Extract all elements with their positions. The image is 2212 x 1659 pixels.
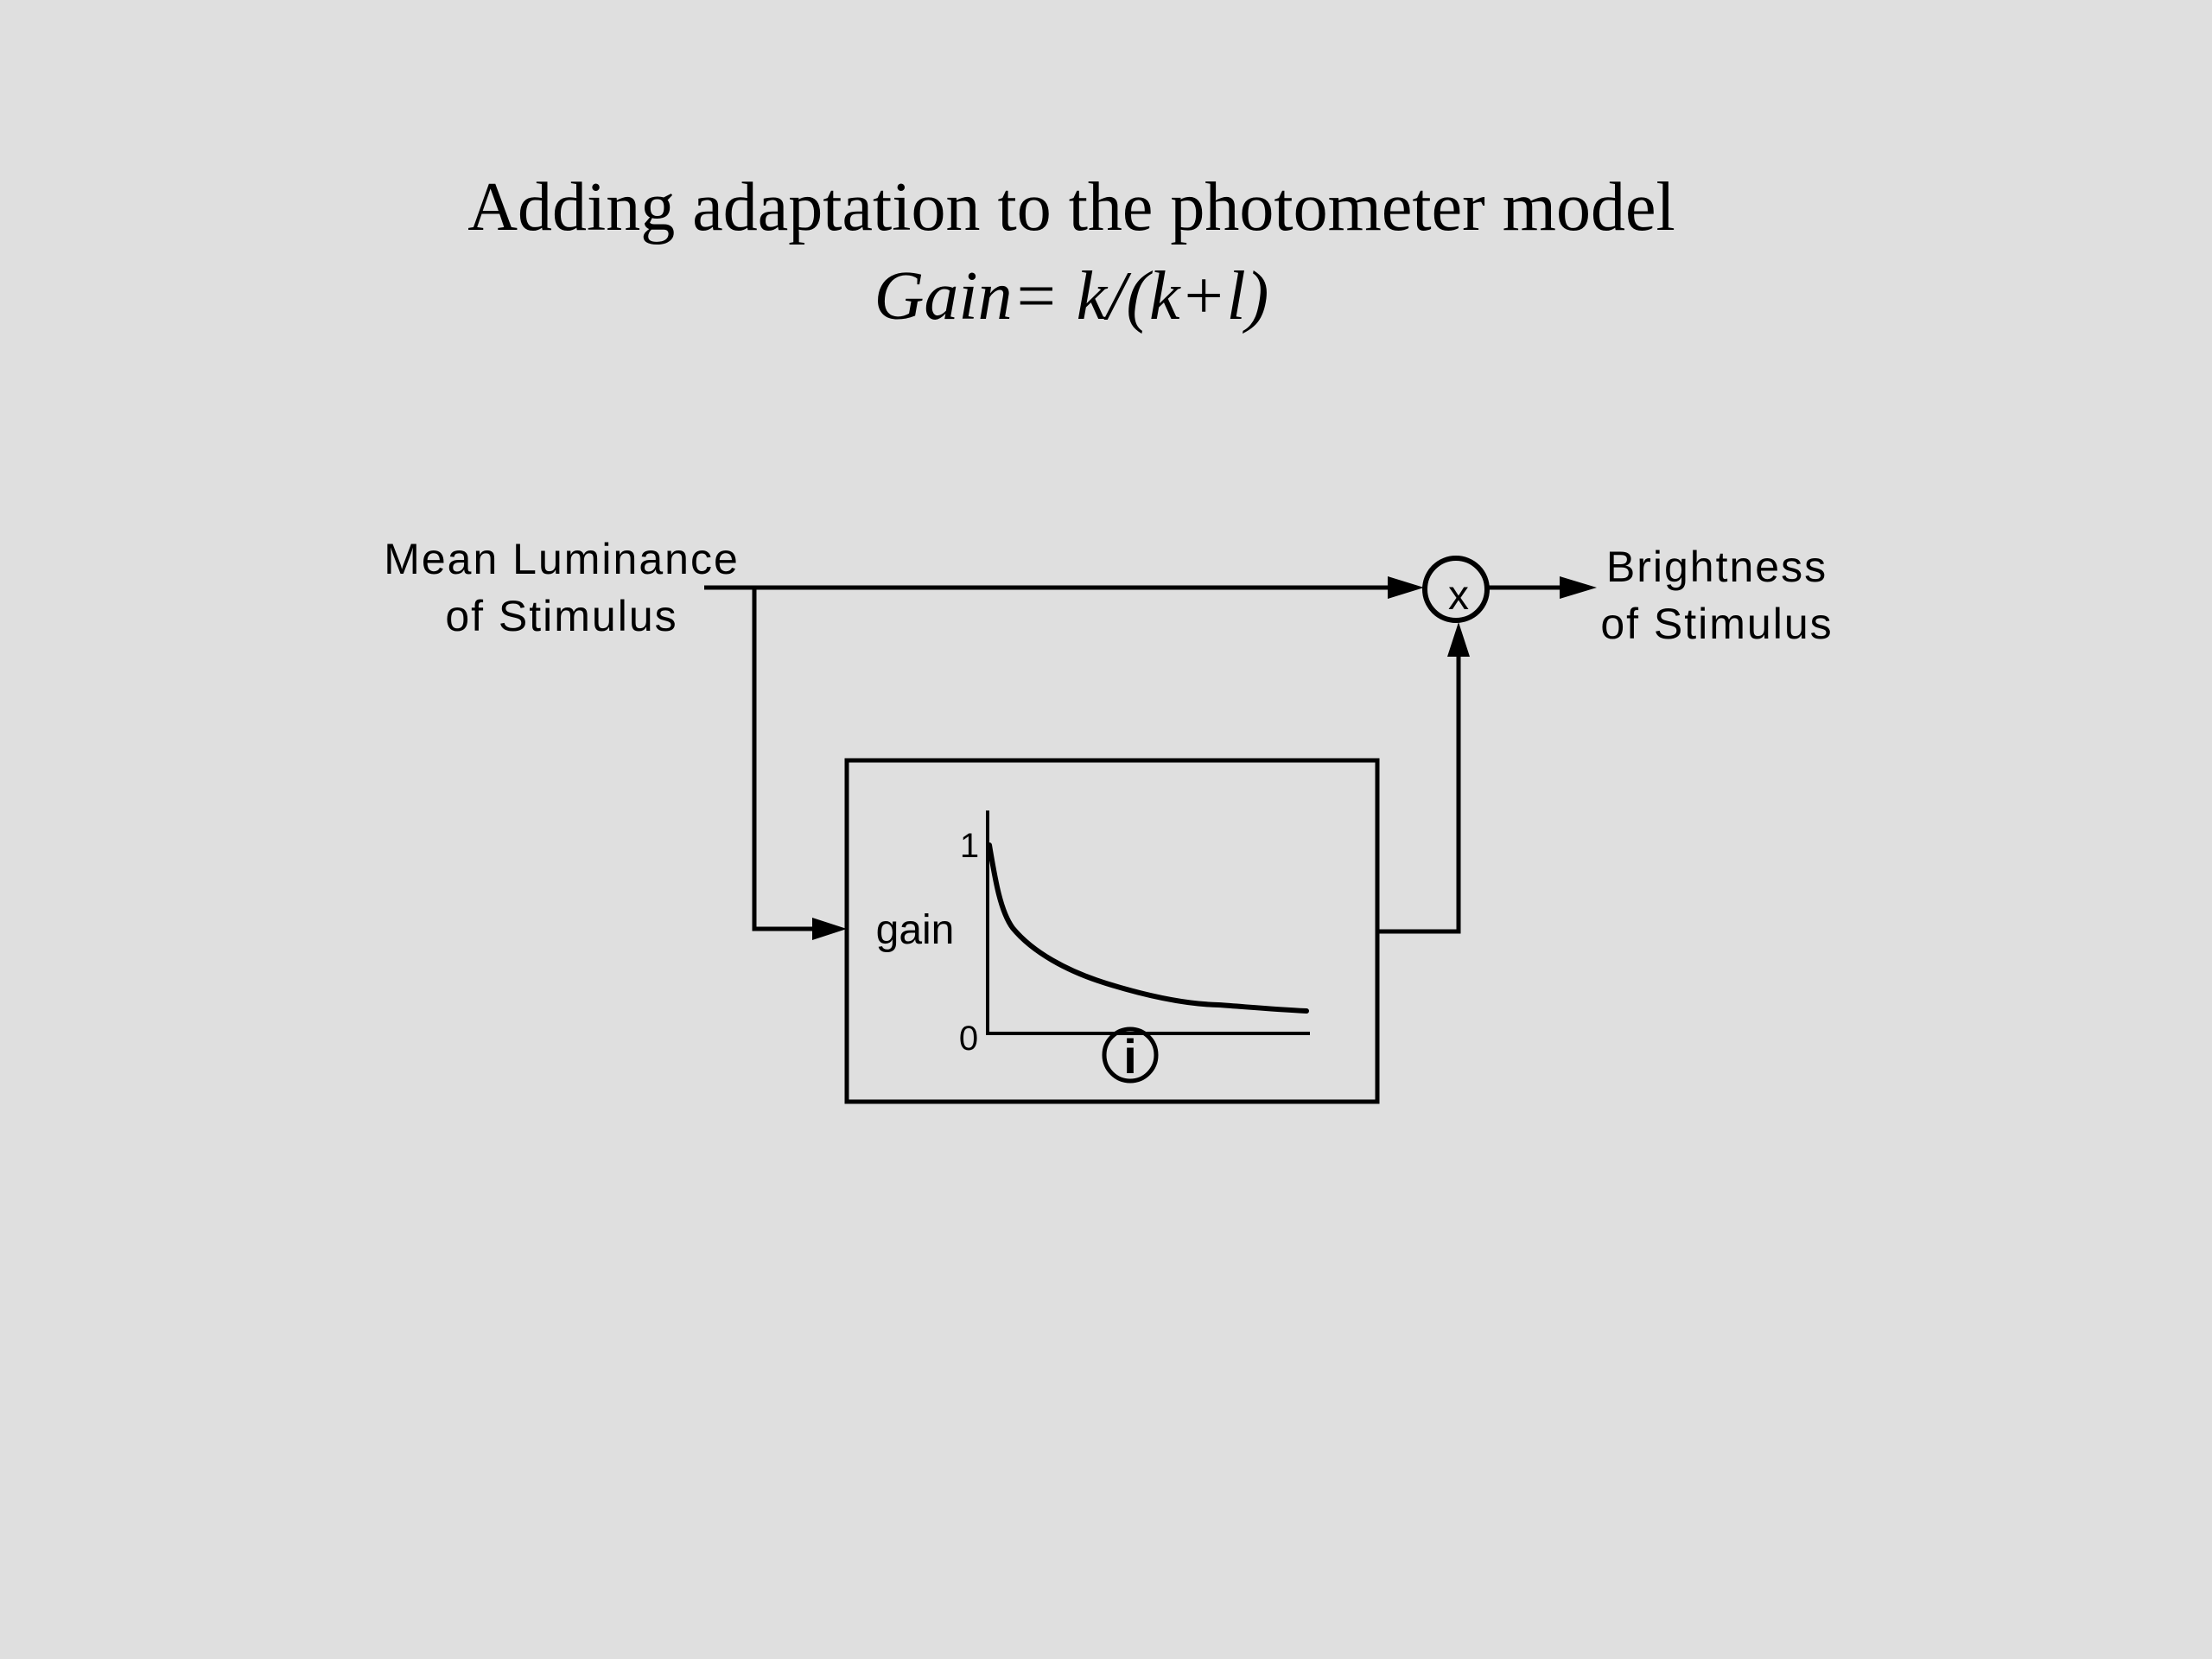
gain-block: 1 0 gain i [844,758,1380,1104]
branch-line [752,588,825,931]
slide-title: Adding adaptation to the photometer mode… [467,169,1675,245]
input-label-line2: of Stimulus [445,592,677,640]
output-arrow-icon [1560,576,1597,599]
input-arrow-icon [1388,576,1424,599]
branch-arrow-icon [812,918,847,940]
gain-formula: Gain= k/(k+l) [874,258,1269,334]
output-label-line2: of Stimulus [1600,600,1833,648]
multiplier-symbol: x [1448,573,1469,619]
input-label-line1: Mean Luminance [384,535,740,583]
gain-block-frame [844,758,1380,1104]
gain-curve-line [987,842,1309,1014]
gain-y-axis-label: gain [876,907,955,953]
circled-i-icon: i [1102,1027,1159,1084]
gain-x-axis-symbol: i [1123,1029,1137,1084]
gain-y-tick-bottom: 0 [959,1020,978,1058]
gain-arrow-icon [1447,622,1470,657]
output-label-line1: Brightness [1606,543,1827,591]
gain-y-tick-top: 1 [960,827,979,865]
gain-output-line [1378,639,1461,934]
